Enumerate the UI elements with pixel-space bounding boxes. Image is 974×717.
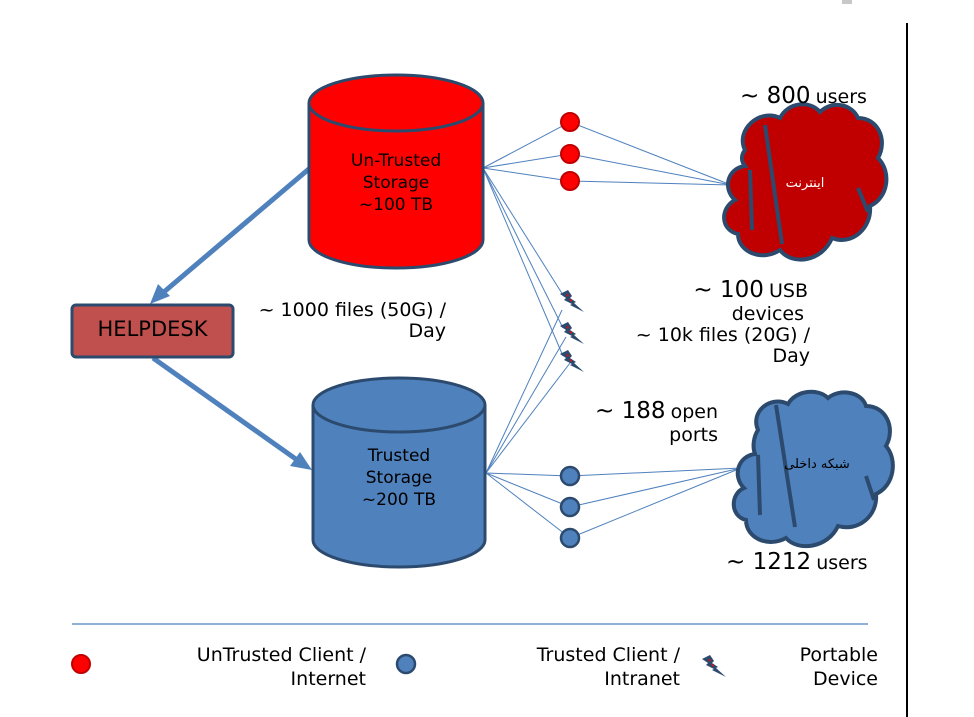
untrusted-storage-cylinder[interactable] [307, 73, 485, 270]
ports-label: ports [669, 423, 718, 446]
intranet-cloud[interactable] [731, 389, 895, 548]
helpdesk-flow-text: ~ 1000 files (50G) / Day [236, 299, 446, 343]
trusted-client-icon [559, 465, 581, 487]
trusted-connectors [485, 309, 742, 539]
legend-untrusted-line2: Internet [290, 667, 366, 690]
lightning-icon [560, 350, 584, 372]
internet-users-count: ~ 800 users [740, 83, 867, 110]
legend-untrusted: UnTrusted Client / Internet [150, 644, 366, 692]
intranet-cloud-label: شبکه داخلی [784, 457, 850, 472]
helpdesk-flow-line2: Day [408, 320, 446, 343]
lightning-icon [702, 655, 726, 677]
internet-cloud-label: اینترنت [785, 176, 825, 191]
trusted-client-icon [559, 527, 581, 549]
untrusted-clients [560, 112, 580, 191]
internet-cloud[interactable] [722, 102, 889, 262]
lightning-icon [560, 322, 584, 344]
intranet-users-unit: users [816, 552, 868, 574]
trusted-storage-subtitle: Storage [365, 468, 433, 489]
legend-portable: Portable Device [760, 644, 878, 692]
portable-devices [560, 290, 584, 372]
legend-trusted: Trusted Client / Intranet [480, 644, 680, 692]
arrow-helpdesk-to-trusted [151, 355, 302, 465]
trusted-clients [559, 465, 581, 549]
internet-users-number: ~ 800 [740, 83, 811, 109]
usb-day-label: Day [772, 345, 810, 368]
blue-circle-icon [395, 653, 417, 675]
usb-count-line: ~ 100 USB [600, 277, 810, 304]
intranet-users-number: ~ 1212 [726, 549, 812, 575]
intranet-users-count: ~ 1212 users [726, 549, 868, 576]
ports-count: ~ 188 [595, 398, 666, 424]
legend-portable-line1: Portable [799, 644, 878, 666]
legend-untrusted-line1: UnTrusted Client / [196, 644, 366, 666]
helpdesk-label: HELPDESK [97, 317, 208, 341]
legend-trusted-line1: Trusted Client / [536, 644, 680, 666]
trusted-client-icon [559, 496, 581, 518]
untrusted-connectors [482, 121, 732, 357]
arrowhead-trusted [290, 452, 312, 470]
arrowhead-helpdesk [150, 284, 170, 304]
untrusted-storage-subtitle: Storage [362, 173, 430, 194]
lightning-icon [560, 290, 584, 312]
usb-devices-text: ~ 100 USB devices ~ 10k files (20G) / Da… [600, 277, 810, 368]
untrusted-client-icon [560, 112, 580, 132]
usb-devices-label: devices [731, 302, 804, 325]
red-circle-icon [71, 654, 91, 674]
ports-count-line: ~ 188 open [560, 398, 718, 425]
open-ports-text: ~ 188 open ports [560, 398, 718, 446]
usb-files-per-day: ~ 10k files (20G) / [635, 324, 810, 347]
legend-trusted-line2: Intranet [604, 667, 680, 690]
corner-mark [842, 0, 852, 4]
trusted-storage-capacity: ~200 TB [361, 490, 437, 511]
arrow-untrusted-to-helpdesk [156, 166, 312, 299]
untrusted-storage-title: Un-Trusted [350, 151, 442, 171]
usb-unit: USB [768, 280, 808, 302]
helpdesk-flow-line1: ~ 1000 files (50G) / [258, 299, 446, 321]
usb-count: ~ 100 [693, 277, 764, 303]
untrusted-storage-capacity: ~100 TB [358, 195, 434, 216]
slide-edge-line [906, 23, 908, 717]
untrusted-storage-label: Un-Trusted Storage ~100 TB [318, 150, 474, 216]
trusted-storage-title: Trusted [367, 446, 431, 466]
internet-users-unit: users [815, 86, 867, 108]
helpdesk-arrows [150, 166, 312, 470]
untrusted-client-icon [560, 171, 580, 191]
helpdesk-box[interactable] [70, 303, 235, 359]
legend-portable-line2: Device [813, 667, 878, 690]
trusted-storage-cylinder[interactable] [311, 376, 487, 569]
ports-unit: open [670, 401, 718, 423]
untrusted-client-icon [560, 144, 580, 164]
trusted-storage-label: Trusted Storage ~200 TB [321, 445, 477, 511]
